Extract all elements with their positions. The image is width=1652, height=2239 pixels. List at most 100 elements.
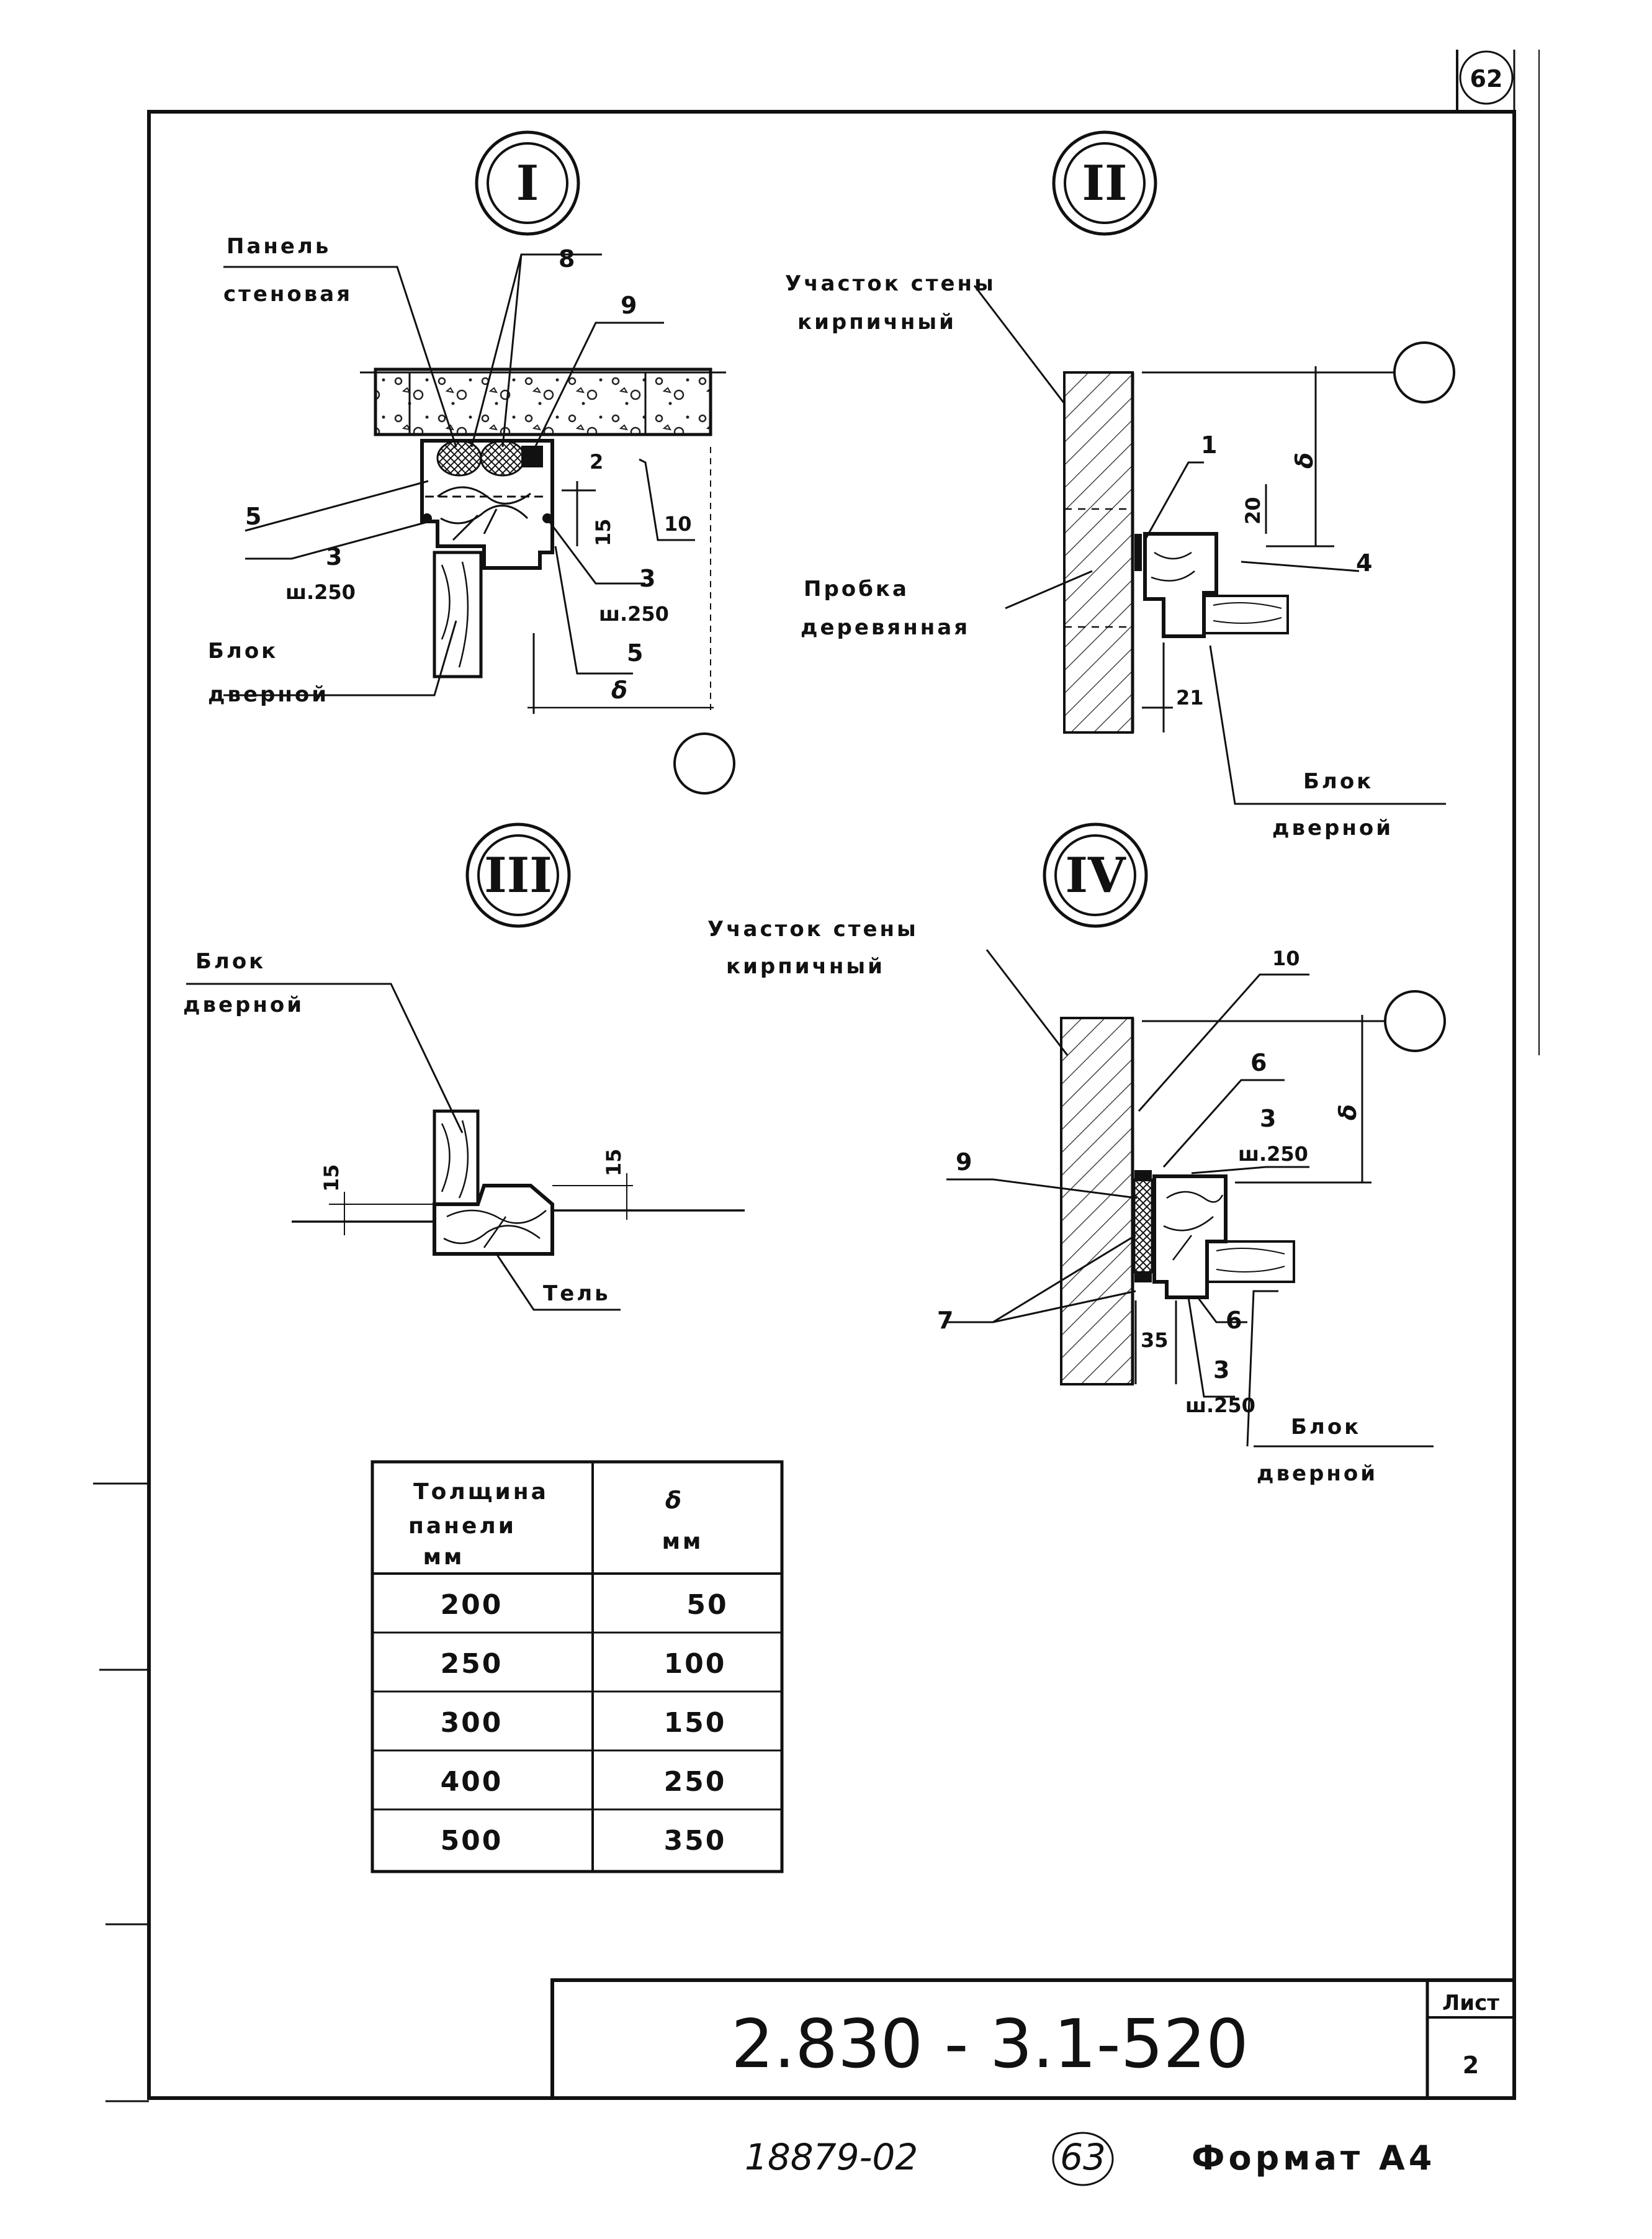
panel-label-line1: Панель	[227, 234, 331, 259]
header-thickness-line3: мм	[423, 1544, 465, 1570]
plug-label-line1: Пробка	[804, 577, 909, 601]
footer: 18879-02 63 Формат А4	[745, 2132, 1435, 2186]
callout-spacing-left: ш.250	[285, 580, 356, 604]
detail-marker-IV: IV	[1043, 822, 1148, 928]
detail-III: Блок дверной Тель 15 15	[183, 949, 745, 1311]
row-2-thickness: 300	[441, 1707, 503, 1739]
header-thickness-line2: панели	[408, 1513, 516, 1539]
detail-marker-III: III	[465, 822, 571, 928]
dimension-35: 35	[1141, 1328, 1169, 1352]
callout-10: 10	[664, 512, 692, 536]
header-delta: δ	[665, 1487, 681, 1514]
reference-circle	[1384, 990, 1446, 1052]
reference-circle	[1393, 341, 1455, 403]
door-block-label-line1: Блок	[208, 639, 278, 664]
sealing-gasket	[1133, 1170, 1153, 1282]
wall-label-line1: Участок стены	[785, 271, 996, 296]
row-4-thickness: 500	[441, 1825, 503, 1857]
sheet-frame	[93, 50, 1540, 2102]
detail-I: Панель стеновая Блок дверной 8 9 2 5 10 …	[208, 234, 735, 795]
format-label: Формат А4	[1192, 2138, 1435, 2178]
dimension-20: 20	[1241, 497, 1265, 525]
callout-5-right: 5	[627, 639, 643, 667]
callout-2: 2	[590, 450, 603, 474]
dimension-delta: δ	[1291, 453, 1318, 469]
reference-circle	[673, 732, 735, 795]
row-0-thickness: 200	[441, 1589, 503, 1621]
door-frame-profile	[1134, 532, 1289, 638]
dimension-15-left: 15	[320, 1164, 343, 1192]
header-thickness-line1: Толщина	[413, 1479, 549, 1505]
floor-line	[292, 1173, 745, 1235]
page-number: 62	[1470, 65, 1503, 92]
leader-lines	[946, 949, 1434, 1448]
door-block-label-line2: дверной	[183, 993, 304, 1017]
callout-9: 9	[956, 1148, 972, 1176]
document-code: 2.830 - 3.1-520	[731, 2006, 1249, 2083]
dimension-15: 15	[591, 518, 615, 546]
circled-number: 63	[1060, 2136, 1106, 2178]
wall-label-line1: Участок стены	[707, 917, 918, 942]
plug-label-line2: деревянная	[801, 615, 970, 640]
page-number-circle: 62	[1459, 50, 1514, 105]
leader-lines	[186, 983, 621, 1311]
callout-7: 7	[937, 1307, 953, 1334]
callout-spacing-top: ш.250	[1238, 1142, 1308, 1166]
header-delta-unit: мм	[662, 1529, 704, 1554]
callout-1: 1	[1201, 431, 1217, 459]
detail-II: Участок стены кирпичный Пробка деревянна…	[785, 271, 1455, 840]
callout-3-left: 3	[326, 543, 342, 570]
row-0-delta: 50	[686, 1589, 728, 1621]
tel-label: Тель	[543, 1281, 611, 1306]
dimension-15-right: 15	[602, 1148, 626, 1176]
leader-lines	[973, 285, 1446, 805]
door-block-label-line1: Блок	[1291, 1415, 1361, 1439]
callout-4: 4	[1356, 549, 1372, 577]
door-leaf	[433, 1109, 480, 1206]
row-1-thickness: 250	[441, 1648, 503, 1680]
callout-6-top: 6	[1250, 1049, 1267, 1076]
door-frame-profile	[420, 439, 554, 570]
detail-marker-label: III	[484, 847, 552, 904]
detail-marker-I: I	[475, 130, 580, 236]
row-4-delta: 350	[664, 1825, 727, 1857]
row-3-thickness: 400	[441, 1766, 503, 1798]
title-block: 2.830 - 3.1-520 Лист 2	[550, 1978, 1516, 2100]
callout-3-top: 3	[1260, 1105, 1276, 1132]
detail-IV: Участок стены кирпичный Блок дверной 10 …	[707, 917, 1446, 1486]
callout-9: 9	[621, 292, 637, 319]
callout-6-bottom: 6	[1226, 1307, 1242, 1334]
door-leaf	[433, 551, 483, 678]
callout-8: 8	[559, 245, 575, 273]
callout-10: 10	[1272, 947, 1300, 970]
callout-spacing-bottom: ш.250	[1185, 1394, 1255, 1417]
detail-marker-label: II	[1082, 155, 1128, 212]
wall-label-line2: кирпичный	[726, 954, 885, 979]
door-block-label-line1: Блок	[1303, 769, 1373, 794]
dimension-delta: δ	[1334, 1104, 1362, 1120]
brick-wall-section	[1060, 1017, 1134, 1385]
door-frame-profile	[1152, 1174, 1295, 1299]
door-frame-profile	[433, 1184, 554, 1256]
door-block-label-line2: дверной	[1257, 1461, 1378, 1486]
dimension-delta: δ	[611, 677, 627, 704]
door-block-label-line2: дверной	[1272, 816, 1393, 840]
detail-marker-label: IV	[1065, 847, 1126, 904]
detail-marker-label: I	[516, 155, 539, 212]
wall-panel-section	[360, 367, 726, 714]
row-2-delta: 150	[664, 1707, 727, 1739]
sealing-gasket	[436, 439, 543, 477]
brick-wall-section	[1063, 371, 1134, 734]
inventory-number: 18879-02	[745, 2136, 918, 2178]
wall-label-line2: кирпичный	[797, 310, 956, 335]
sheet-label: Лист	[1442, 1991, 1499, 2016]
callout-spacing-right: ш.250	[599, 602, 669, 626]
row-1-delta: 100	[664, 1648, 727, 1680]
leader-lines	[223, 253, 714, 714]
panel-thickness-table: Толщина панели мм δ мм 200 50 250 100 30…	[370, 1460, 784, 1873]
dimension-21: 21	[1176, 686, 1204, 710]
callout-3-right: 3	[639, 565, 655, 592]
row-3-delta: 250	[664, 1766, 727, 1798]
callout-3-bottom: 3	[1213, 1356, 1229, 1384]
detail-marker-II: II	[1052, 130, 1157, 236]
